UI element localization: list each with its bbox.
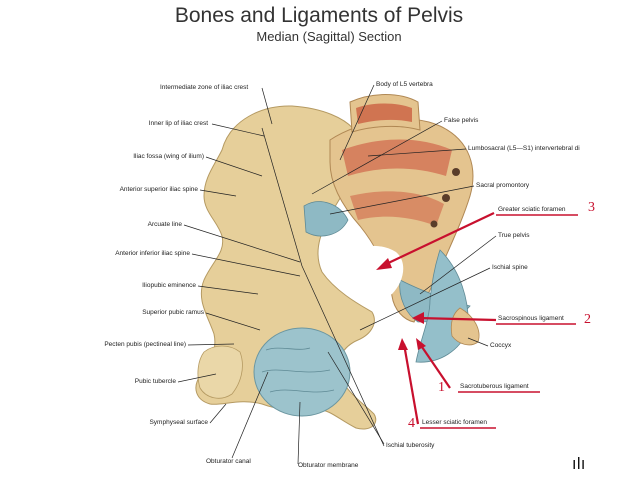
watermark-icon: ılı <box>572 454 586 473</box>
label-sacral-promontory: Sacral promontory <box>476 182 530 189</box>
label-lumbosacral-disc: Lumbosacral (L5—S1) intervertebral di <box>468 145 580 152</box>
label-lesser-sciatic-foramen: Lesser sciatic foramen <box>422 419 488 426</box>
label-symphyseal-surface: Symphyseal surface <box>149 419 208 426</box>
coccyx <box>450 307 480 346</box>
diagram-subtitle: Median (Sagittal) Section <box>256 29 402 44</box>
label-iliopubic-eminence: Iliopubic eminence <box>142 282 196 289</box>
label-sacrospinous-ligament: Sacrospinous ligament <box>498 315 564 322</box>
number-2: 2 <box>584 312 591 327</box>
highlight-arrows <box>381 212 497 425</box>
label-greater-sciatic-foramen: Greater sciatic foramen <box>498 206 566 213</box>
label-inner-lip: Inner lip of iliac crest <box>148 120 208 127</box>
number-3: 3 <box>588 200 595 215</box>
label-intermediate-zone: Intermediate zone of iliac crest <box>160 84 249 91</box>
label-aiis: Anterior inferior iliac spine <box>115 250 190 257</box>
leader-lines <box>177 87 301 459</box>
label-true-pelvis: True pelvis <box>498 232 530 239</box>
label-iliac-fossa: Iliac fossa (wing of ilium) <box>133 153 204 160</box>
label-sacrotuberous-ligament: Sacrotuberous ligament <box>460 383 529 390</box>
label-pubic-tubercle: Pubic tubercle <box>134 378 176 385</box>
label-ischial-spine: Ischial spine <box>492 264 528 271</box>
label-superior-pubic-ramus: Superior pubic ramus <box>142 309 204 316</box>
label-obturator-membrane: Obturator membrane <box>298 462 359 469</box>
label-false-pelvis: False pelvis <box>444 117 479 124</box>
diagram-title: Bones and Ligaments of Pelvis <box>174 4 464 27</box>
label-arcuate-line: Arcuate line <box>147 221 182 228</box>
label-asis: Anterior superior iliac spine <box>119 186 198 193</box>
number-1: 1 <box>438 380 445 395</box>
number-4: 4 <box>408 416 415 431</box>
label-obturator-canal: Obturator canal <box>206 458 251 465</box>
label-coccyx: Coccyx <box>490 342 512 349</box>
label-pecten-pubis: Pecten pubis (pectineal line) <box>104 341 186 348</box>
label-l5-body: Body of L5 vertebra <box>376 81 433 88</box>
label-ischial-tuberosity: Ischial tuberosity <box>386 442 435 449</box>
